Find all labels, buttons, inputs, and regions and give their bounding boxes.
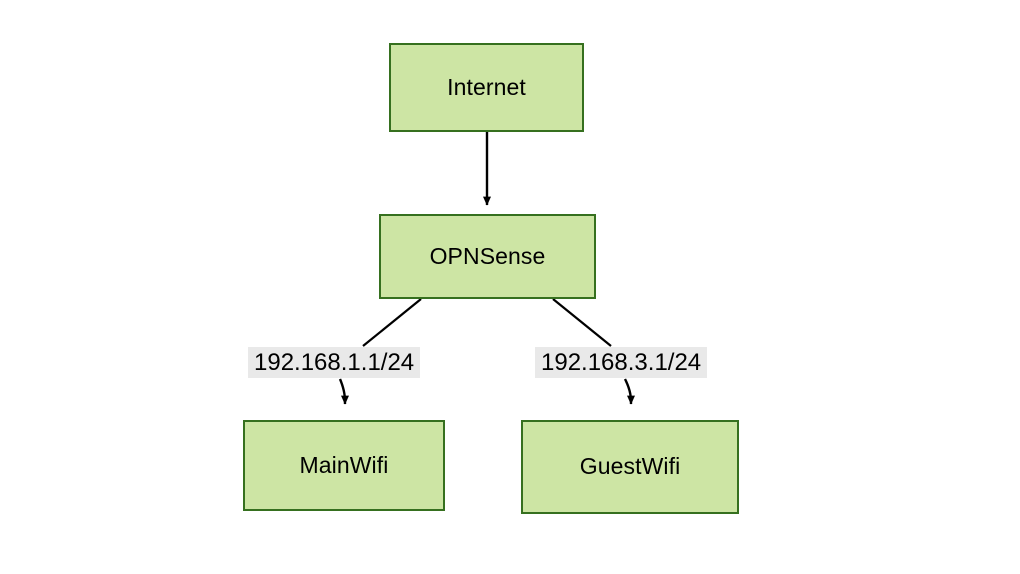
edge-label-guestwifi-subnet: 192.168.3.1/24	[535, 347, 708, 378]
node-internet[interactable]: Internet	[389, 43, 584, 132]
node-opnsense-label: OPNSense	[429, 242, 546, 269]
edge-opnsense-guestwifi-lower	[623, 378, 635, 405]
node-opnsense[interactable]: OPNSense	[379, 214, 596, 299]
node-guestwifi-label: GuestWifi	[579, 453, 681, 480]
node-mainwifi-label: MainWifi	[299, 451, 389, 478]
node-internet-label: Internet	[447, 73, 526, 100]
edge-opnsense-mainwifi-upper	[362, 298, 422, 347]
edge-opnsense-mainwifi-lower	[338, 378, 349, 405]
edge-label-mainwifi-subnet: 192.168.1.1/24	[248, 347, 421, 378]
edge-opnsense-guestwifi-upper	[552, 298, 612, 347]
node-mainwifi[interactable]: MainWifi	[243, 420, 445, 511]
node-guestwifi[interactable]: GuestWifi	[521, 420, 739, 514]
